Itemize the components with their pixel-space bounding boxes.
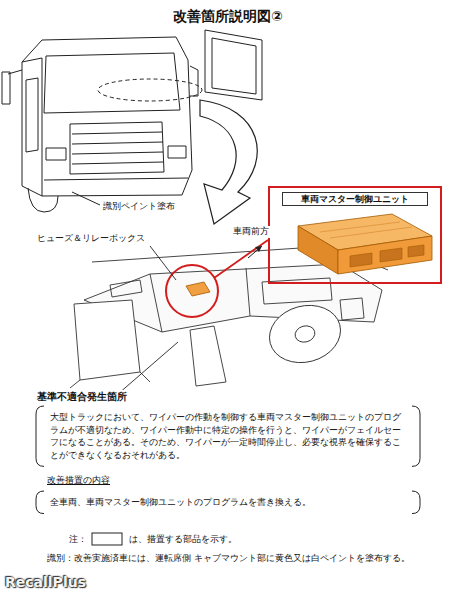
note-text: 識別：改善実施済車には、運転席側 キャブマウント部に黄色又は白ペイントを塗布する… — [46, 553, 411, 565]
control-unit-drawing — [298, 214, 432, 274]
highlight-circle — [166, 265, 218, 317]
note-text: は、措置する部品を示す。 — [128, 534, 238, 546]
note-box-sample — [92, 533, 122, 545]
body-text: 大型トラックにおいて、ワイパーの作動を制御する車両マスター制御ユニットのプログラ… — [50, 411, 406, 461]
note-text: 注： — [68, 534, 88, 546]
part-label: 識別ペイント塗布 — [102, 200, 176, 213]
direction-arrowhead — [255, 246, 262, 252]
leader-line — [150, 246, 176, 280]
remedy-bracket: 全車両、車両マスター制御ユニットのプログラムを書き換える。 — [34, 490, 422, 515]
control-unit-location — [186, 282, 210, 296]
leader-line — [118, 342, 178, 394]
direction-arrow — [248, 246, 262, 258]
watermark: RecallPlus — [4, 574, 87, 590]
page-title: 改善箇所説明図② — [0, 8, 456, 26]
highlight-box: 車両マスター制御ユニット — [268, 186, 442, 284]
description-bracket: 大型トラックにおいて、ワイパーの作動を制御する車両マスター制御ユニットのプログラ… — [34, 405, 422, 467]
body-text: 全車両、車両マスター制御ユニットのプログラムを書き換える。 — [50, 496, 406, 509]
part-label: ヒューズ＆リレーボックス — [36, 232, 146, 245]
section-heading: 改善措置の内容 — [46, 474, 111, 487]
part-name: 車両マスター制御ユニット — [282, 192, 428, 206]
highlight-leader — [214, 240, 268, 278]
direction-label: 車両前方 — [232, 226, 270, 238]
view-arrow — [200, 100, 257, 224]
section-heading: 基準不適合発生箇所 — [36, 390, 128, 404]
